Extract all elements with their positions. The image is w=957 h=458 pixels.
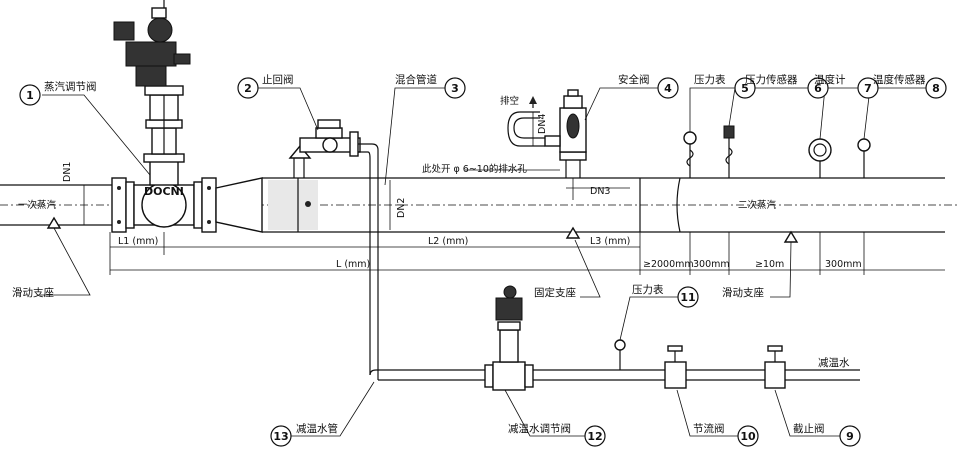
svg-text:3: 3 [451, 82, 459, 95]
dim-l2: L2 (mm) [428, 236, 468, 247]
label-desuperheat-water: 减温水 [818, 357, 850, 369]
svg-text:2: 2 [244, 82, 252, 95]
label-temperature-sensor: 温度传感器 [873, 73, 926, 86]
pressure-gauge-outlet [683, 131, 697, 178]
label-pressure-gauge-water: 压力表 [632, 283, 664, 296]
water-pipe [369, 369, 860, 381]
svg-text:9: 9 [846, 430, 854, 443]
svg-text:1: 1 [26, 89, 34, 102]
label-primary-steam: 一次蒸汽 [18, 199, 57, 211]
throttle-valve [664, 345, 687, 389]
callout-11: 11 [677, 286, 699, 308]
dim-d2: 300mm [693, 259, 730, 270]
temperature-sensor-outlet [857, 138, 871, 178]
dim-l: L (mm) [336, 259, 370, 270]
svg-text:12: 12 [587, 430, 602, 443]
dim-d3: ≥10m [755, 259, 784, 270]
label-dn3: DN3 [590, 186, 610, 197]
label-vent: 排空 [500, 95, 519, 107]
check-valve [288, 119, 379, 380]
callout-10: 10 [737, 425, 759, 447]
callout-2: 2 [237, 77, 259, 99]
slide-support-left-marker [46, 216, 62, 229]
label-water-pipe: 减温水管 [296, 422, 338, 435]
slide-support-right-marker [783, 230, 799, 243]
svg-text:7: 7 [864, 82, 872, 95]
svg-text:5: 5 [741, 82, 749, 95]
svg-text:6: 6 [814, 82, 822, 95]
label-dn1: DN1 [62, 162, 73, 182]
label-secondary-steam: 二次蒸汽 [738, 199, 777, 211]
svg-text:10: 10 [740, 430, 756, 443]
pressure-gauge-water [614, 339, 626, 370]
label-pressure-gauge: 压力表 [694, 73, 726, 86]
svg-text:4: 4 [664, 82, 672, 95]
label-dn4: DN4 [537, 114, 548, 134]
label-fixed-support: 固定支座 [534, 286, 576, 299]
dim-l1: L1 (mm) [118, 236, 158, 247]
label-mixing-pipe: 混合管道 [395, 73, 437, 86]
dim-d4: 300mm [825, 259, 862, 270]
mixing-pipe [262, 177, 641, 233]
water-control-valve [484, 285, 534, 391]
pressure-sensor-outlet [723, 125, 735, 178]
stop-valve [764, 345, 786, 389]
label-stop-valve: 截止阀 [793, 422, 825, 435]
svg-text:11: 11 [680, 291, 695, 304]
dim-l3: L3 (mm) [590, 236, 630, 247]
label-drain-note: 此处开 φ 6~10的排水孔 [422, 163, 527, 175]
callout-8: 8 [925, 77, 947, 99]
label-slide-support-right: 滑动支座 [722, 286, 764, 299]
fixed-support-marker [565, 226, 581, 239]
safety-valve [507, 89, 587, 178]
dim-d1: ≥2000mm [643, 259, 694, 270]
label-dn2: DN2 [396, 198, 407, 218]
steam-control-valve [111, 0, 217, 233]
label-check-valve: 止回阀 [262, 73, 294, 86]
svg-text:8: 8 [932, 82, 940, 95]
label-slide-support-left: 滑动支座 [12, 286, 54, 299]
callout-12: 12 [584, 425, 606, 447]
label-thermometer: 温度计 [814, 73, 846, 86]
label-valve-brand: DOCNI [144, 185, 184, 198]
outlet-pipe [640, 177, 945, 233]
label-steam-control-valve: 蒸汽调节阀 [44, 80, 97, 93]
label-water-control-valve: 减温水调节阀 [508, 422, 571, 435]
label-pressure-sensor: 压力传感器 [745, 73, 798, 86]
label-safety-valve: 安全阀 [618, 73, 650, 86]
callout-13: 13 [270, 425, 292, 447]
callout-7: 7 [857, 77, 879, 99]
callout-1: 1 [19, 84, 41, 106]
callout-5: 5 [734, 77, 756, 99]
callout-4: 4 [657, 77, 679, 99]
callout-6: 6 [807, 77, 829, 99]
callout-3: 3 [444, 77, 466, 99]
svg-text:13: 13 [273, 430, 288, 443]
dimension-lines [83, 112, 945, 275]
callout-9: 9 [839, 425, 861, 447]
thermometer-outlet [808, 138, 832, 178]
reducer-cone [215, 177, 263, 233]
label-throttle-valve: 节流阀 [693, 422, 725, 435]
